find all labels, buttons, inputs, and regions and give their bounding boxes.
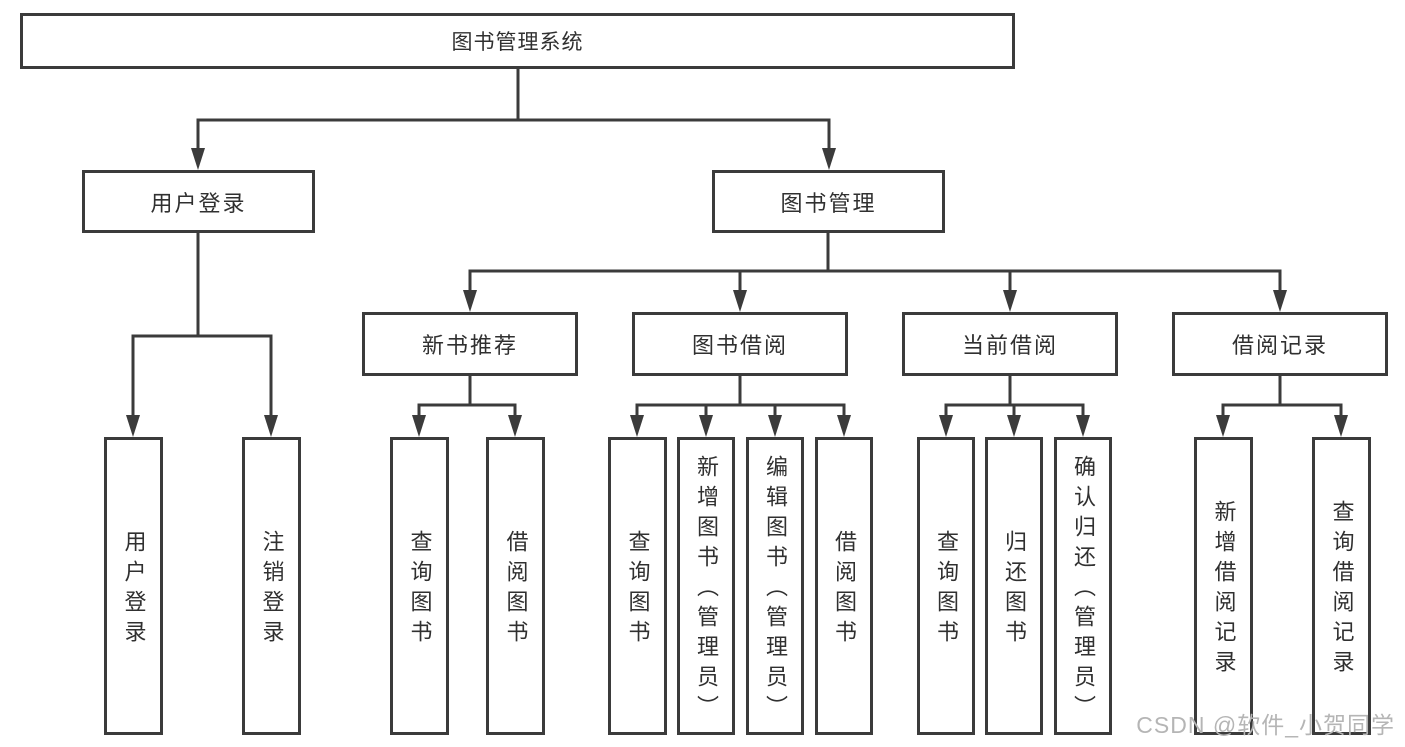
- connector-book-mgmt-to-level3: [468, 233, 1282, 293]
- connector-borrowing-children: [635, 376, 846, 418]
- arrowhead: [1334, 415, 1348, 437]
- arrowhead: [191, 148, 205, 170]
- node-new-book-recommend: 新书推荐: [362, 312, 578, 376]
- node-library-management-system: 图书管理系统: [20, 13, 1015, 69]
- arrowhead: [508, 415, 522, 437]
- arrowhead: [463, 290, 477, 312]
- arrowhead: [837, 415, 851, 437]
- node-leaf-current-confirm-return: 确认归还（管理员）: [1054, 437, 1112, 735]
- node-book-borrowing: 图书借阅: [632, 312, 848, 376]
- arrowhead: [1007, 415, 1021, 437]
- node-leaf-records-add-record: 新增借阅记录: [1194, 437, 1253, 735]
- node-leaf-recommend-borrow-books: 借阅图书: [486, 437, 545, 735]
- node-borrowing-records: 借阅记录: [1172, 312, 1388, 376]
- connector-root-to-level2: [196, 69, 831, 151]
- node-leaf-records-query-record: 查询借阅记录: [1312, 437, 1371, 735]
- csdn-watermark: CSDN @软件_小贺同学: [1136, 712, 1395, 738]
- arrowhead: [1273, 290, 1287, 312]
- arrowhead: [768, 415, 782, 437]
- node-current-borrowing: 当前借阅: [902, 312, 1118, 376]
- node-leaf-borrowing-add-books: 新增图书（管理员）: [677, 437, 735, 735]
- node-leaf-current-query-books: 查询图书: [917, 437, 975, 735]
- node-leaf-current-return-books: 归还图书: [985, 437, 1043, 735]
- arrowhead: [733, 290, 747, 312]
- arrowhead: [264, 415, 278, 437]
- node-leaf-borrowing-edit-books: 编辑图书（管理员）: [746, 437, 804, 735]
- connector-current-children: [944, 376, 1085, 418]
- arrowhead: [1216, 415, 1230, 437]
- node-leaf-logout: 注销登录: [242, 437, 301, 735]
- connector-records-children: [1221, 376, 1343, 418]
- node-book-management: 图书管理: [712, 170, 945, 233]
- arrowhead: [699, 415, 713, 437]
- connector-recommend-children: [417, 376, 517, 418]
- arrowhead: [126, 415, 140, 437]
- arrowhead: [1003, 290, 1017, 312]
- arrowhead: [412, 415, 426, 437]
- arrowhead: [822, 148, 836, 170]
- node-leaf-user-login: 用户登录: [104, 437, 163, 735]
- node-leaf-recommend-query-books: 查询图书: [390, 437, 449, 735]
- arrowhead: [630, 415, 644, 437]
- node-leaf-borrowing-query-books: 查询图书: [608, 437, 667, 735]
- node-user-login: 用户登录: [82, 170, 315, 233]
- connector-user-login-children: [131, 233, 273, 418]
- arrowhead: [1076, 415, 1090, 437]
- node-leaf-borrowing-borrow-books: 借阅图书: [815, 437, 873, 735]
- arrowhead: [939, 415, 953, 437]
